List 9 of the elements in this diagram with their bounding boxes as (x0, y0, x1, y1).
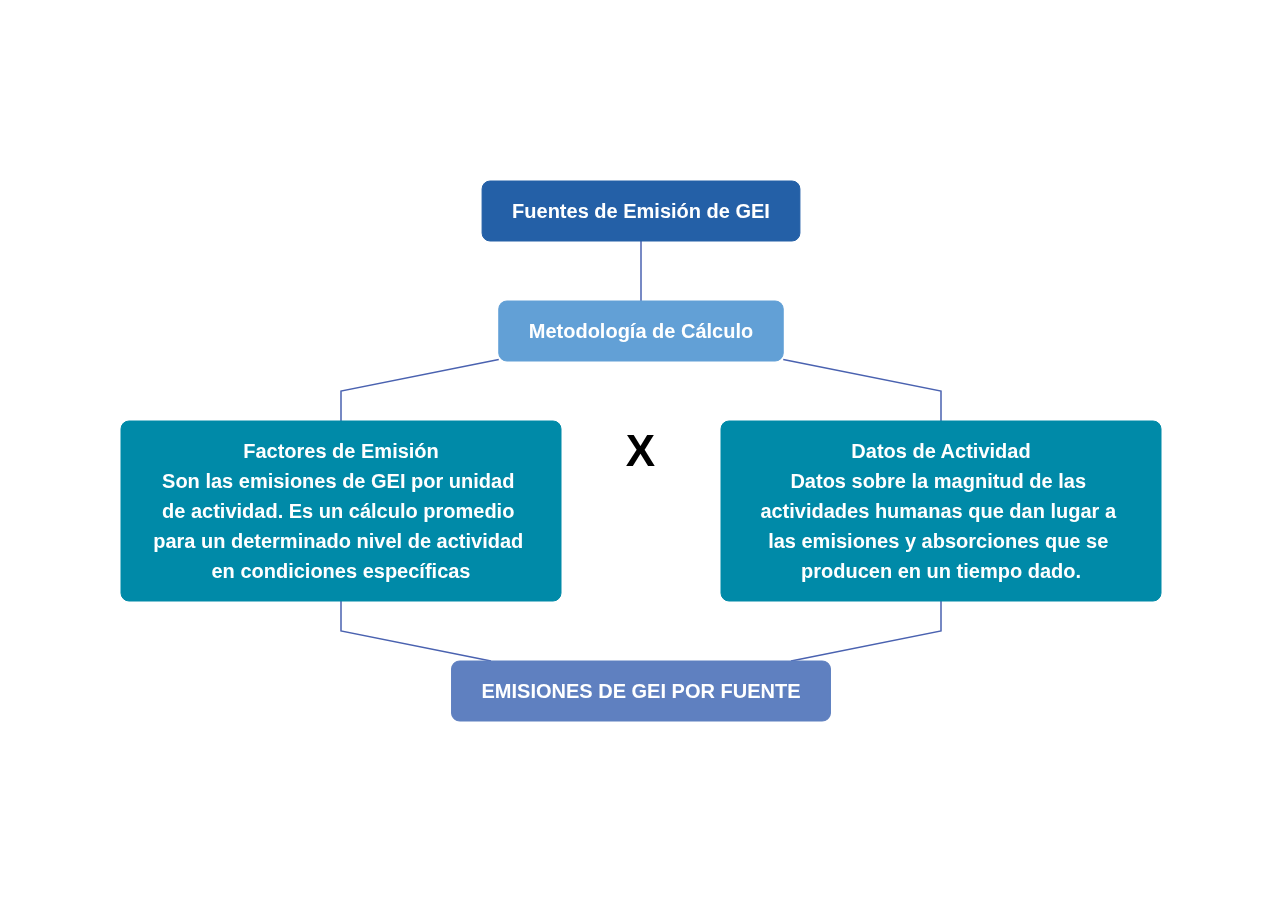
connector (639, 239, 642, 302)
node-box: EMISIONES DE GEI POR FUENTE (450, 660, 831, 721)
connector (339, 358, 499, 422)
connector (782, 358, 942, 422)
node-box: Factores de Emisión Son las emisiones de GEI por unidad de actividad. Es un cálculo promedio para un determinado nivel de actividad en condiciones específicas (120, 420, 561, 601)
multiply-sign: X (625, 425, 656, 476)
node-box: Datos de Actividad Datos sobre la magnitud de las actividades humanas que dan lugar a las emisiones y absorciones que se producen en un tiempo dado. (720, 420, 1161, 601)
node-box: Fuentes de Emisión de GEI (481, 180, 800, 241)
node-box: Metodología de Cálculo (497, 300, 784, 361)
